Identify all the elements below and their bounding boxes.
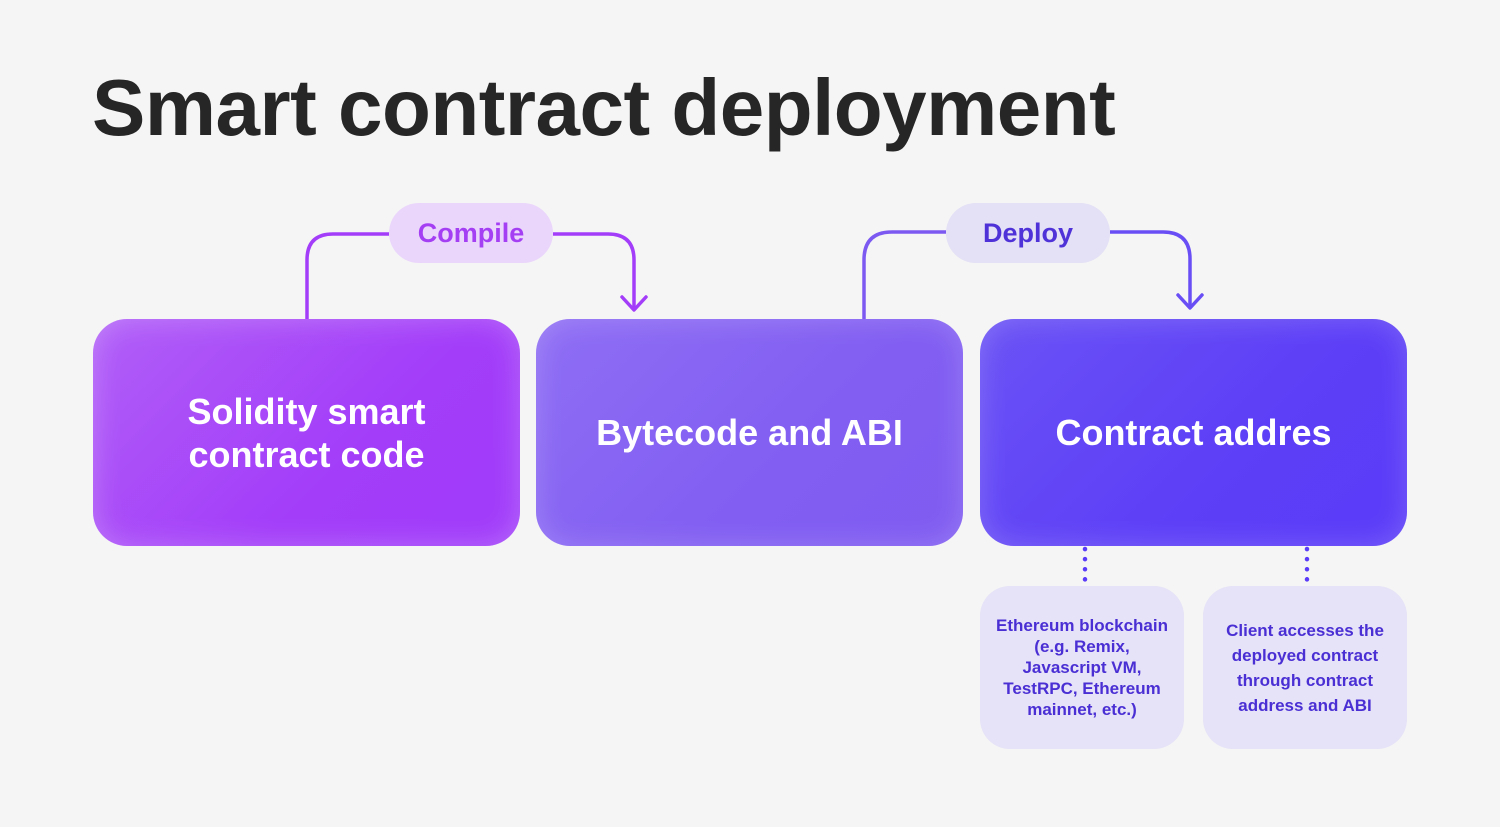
deploy-step-label: Deploy [946, 203, 1110, 263]
compile-arrow-out [305, 232, 389, 319]
client-note: Client accesses the deployed contract th… [1203, 586, 1407, 749]
deploy-arrow-out [862, 230, 946, 319]
contract-address-label: Contract addres [1055, 412, 1332, 453]
deploy-arrow-in [1110, 230, 1192, 307]
compile-step-label: Compile [389, 203, 553, 263]
network-note-text: Ethereum blockchain (e.g. Remix, Javascr… [996, 616, 1168, 719]
client-note-text: Client accesses the deployed contract th… [1226, 620, 1384, 715]
contract-address-box: Contract addres [980, 319, 1407, 546]
network-note: Ethereum blockchain (e.g. Remix, Javascr… [980, 586, 1184, 749]
compile-arrow-head [620, 295, 648, 312]
bytecode-abi-label: Bytecode and ABI [596, 412, 903, 453]
deploy-arrow-head [1176, 293, 1204, 310]
source-code-box: Solidity smart contract code [93, 319, 520, 546]
compile-arrow-in [553, 232, 636, 309]
page-title: Smart contract deployment [92, 63, 1116, 152]
source-code-label: Solidity smart contract code [187, 390, 426, 475]
bytecode-abi-box: Bytecode and ABI [536, 319, 963, 546]
